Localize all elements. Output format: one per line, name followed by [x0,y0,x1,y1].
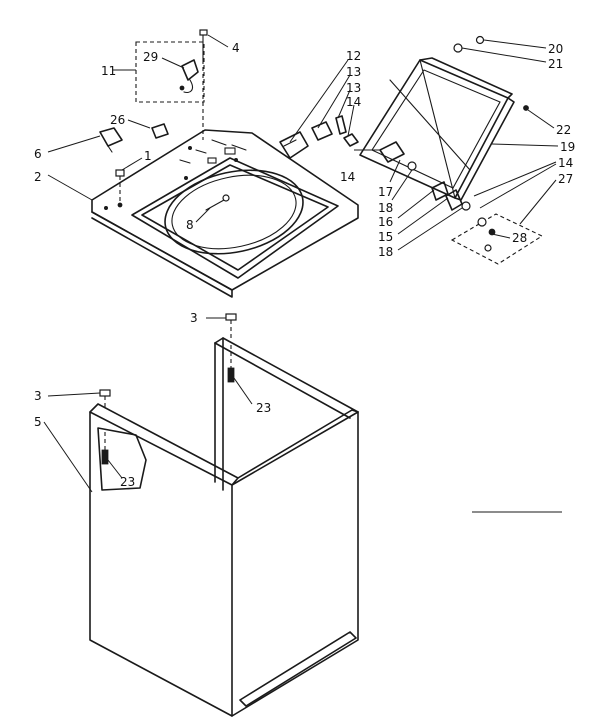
screw-3-upper [225,313,237,340]
callout-27: 27 [558,172,573,186]
cabinet [89,337,359,717]
callout-9: 11 [101,64,116,78]
callout-17: 18 [378,245,393,259]
hinge-clip-6 [99,127,123,153]
callout-13b: 14 [558,156,573,170]
callout-11: 13 [346,65,361,79]
callout-3b: 3 [34,389,42,403]
callout-13a: 14 [346,95,361,109]
callout-5: 5 [34,415,42,429]
bumper-26 [151,123,169,139]
callout-21: 20 [548,42,563,56]
lid-hinge-parts-14-18 [379,141,471,211]
callout-2: 2 [34,170,42,184]
callout-22: 22 [556,123,571,137]
callout-23b: 23 [120,475,135,489]
screw-23-lower [101,432,109,465]
callout-18: 18 [378,201,393,215]
callout-20: 21 [548,57,563,71]
callout-12: 13 [346,81,361,95]
callout-14a: 14 [340,170,355,184]
callout-16: 17 [378,185,393,199]
callout-15: 16 [378,215,393,229]
callout-1: 1 [144,149,152,163]
callout-4: 4 [232,41,240,55]
screw-3-lower [99,389,111,410]
top-panel [91,129,359,298]
lid-switch-group-29 [135,41,205,103]
callout-29: 29 [143,50,158,64]
callout-28: 28 [512,231,527,245]
callout-labels: 4 11 29 26 6 1 2 12 13 13 14 14 8 20 21 … [34,41,575,489]
leader-lines [43,34,559,493]
hinge-parts-10-13 [279,115,359,159]
callout-19: 19 [560,140,575,154]
callout-6: 6 [34,147,42,161]
callout-10: 12 [346,49,361,63]
clip-8 [205,194,230,211]
screw-1 [115,169,125,202]
screw-23-upper [227,345,235,383]
callout-3a: 3 [190,311,198,325]
lid-hinge-group-27 [450,213,544,265]
lid [359,57,515,201]
callout-8: 8 [186,218,194,232]
screw-4 [199,29,208,140]
fasteners-20-22 [453,35,529,111]
callout-26: 26 [110,113,125,127]
callout-14b: 15 [378,230,393,244]
callout-23a: 23 [256,401,271,415]
